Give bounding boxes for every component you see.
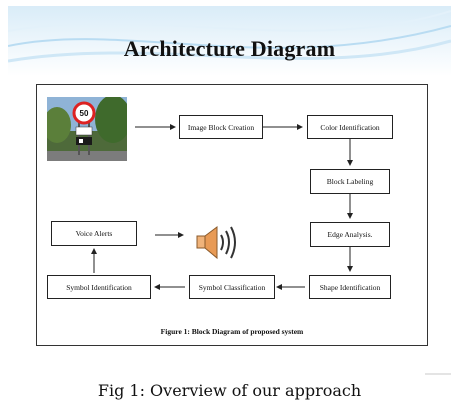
node-edge-analysis: Edge Analysis.: [310, 222, 390, 247]
node-symbol-classification: Symbol Classification: [189, 275, 275, 299]
figure-caption: Fig 1: Overview of our approach: [0, 381, 459, 400]
diagram-caption: Figure 1: Block Diagram of proposed syst…: [37, 327, 427, 336]
node-block-labeling: Block Labeling: [310, 169, 390, 194]
diagram-frame: 50 Image Block Creation Color Identifica…: [36, 84, 428, 346]
speed-limit-value: 50: [80, 109, 89, 118]
node-shape-identification: Shape Identification: [309, 275, 391, 299]
speaker-icon: [195, 225, 241, 266]
slide-footer-mark: [425, 372, 451, 376]
slide-title: Architecture Diagram: [8, 36, 451, 62]
node-voice-alerts: Voice Alerts: [51, 221, 137, 246]
node-color-identification: Color Identification: [307, 115, 393, 139]
node-image-block-creation: Image Block Creation: [179, 115, 263, 139]
node-symbol-identification: Symbol Identification: [47, 275, 151, 299]
road-sign-photo-icon: 50: [47, 97, 127, 161]
slide: Architecture Diagram: [8, 6, 451, 374]
